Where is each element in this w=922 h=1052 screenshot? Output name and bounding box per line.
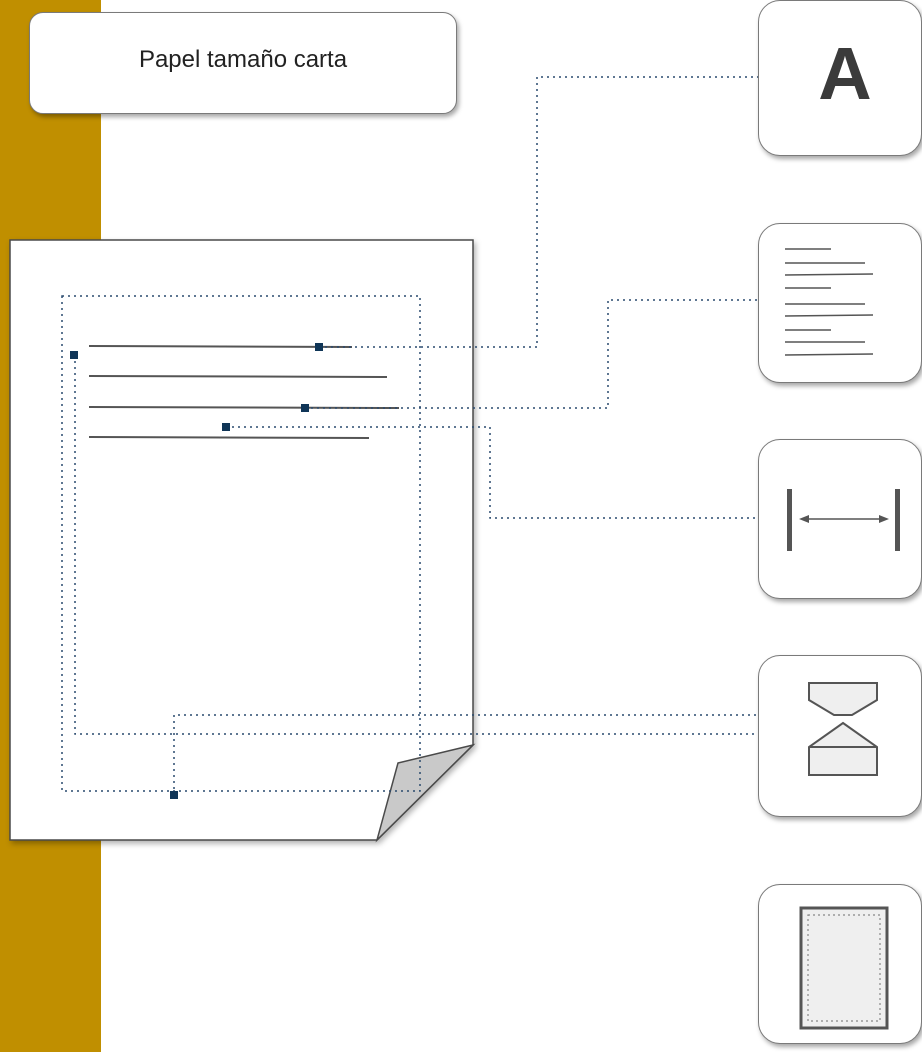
connector-indent — [226, 426, 758, 519]
marker — [301, 404, 309, 412]
page-margin-outline — [61, 295, 421, 792]
paragraph-area-outline — [74, 355, 758, 735]
font-icon-card: A — [758, 0, 922, 156]
markers — [70, 343, 323, 799]
page-margins-icon — [799, 906, 889, 1030]
font-letter-icon: A — [818, 32, 872, 115]
connector-page-margin — [173, 714, 758, 795]
title-label: Papel tamaño carta — [138, 46, 348, 73]
line-spacing-icon-card — [758, 223, 922, 383]
line-spacing-icon — [784, 248, 874, 356]
letter-page — [9, 239, 476, 843]
connectors — [173, 76, 758, 795]
marker — [170, 791, 178, 799]
page-margins-icon-card — [758, 884, 922, 1044]
connector-font — [319, 76, 758, 348]
marker — [70, 351, 78, 359]
text-line — [88, 345, 353, 348]
page-fold — [375, 743, 476, 843]
paragraph-spacing-icon-card — [758, 655, 922, 817]
indent-icon-card — [758, 439, 922, 599]
text-line — [88, 375, 388, 378]
title-card: Papel tamaño carta — [29, 12, 457, 114]
paragraph-spacing-icon — [808, 682, 878, 776]
text-line — [88, 436, 370, 439]
marker — [315, 343, 323, 351]
text-line — [88, 406, 400, 409]
marker — [222, 423, 230, 431]
indent-width-icon — [787, 489, 900, 551]
connector-line-spacing — [305, 299, 758, 409]
